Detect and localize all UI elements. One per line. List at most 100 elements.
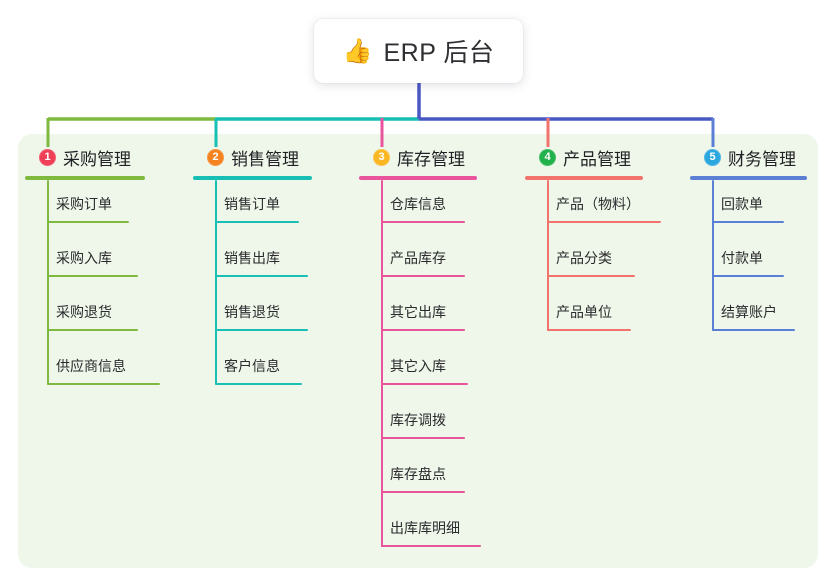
branch-badge-5: 5 xyxy=(704,148,721,166)
branch-items-5: 回款单付款单结算账户 xyxy=(690,180,839,342)
branch-item[interactable]: 仓库信息 xyxy=(359,180,509,234)
branch-item-rule xyxy=(381,545,481,547)
branch-items-4: 产品（物料） 产品分类产品单位 xyxy=(525,180,675,342)
branch-header-rule-3 xyxy=(359,176,477,180)
branch-item[interactable]: 出库库明细 xyxy=(359,504,509,558)
branch-item[interactable]: 采购入库 xyxy=(25,234,175,288)
branch-item-label: 销售订单 xyxy=(224,196,280,212)
branch-item-rule xyxy=(47,329,138,331)
root-node-title: ERP 后台 xyxy=(383,39,495,67)
thumbs-up-icon: 👍 xyxy=(342,38,373,65)
branch-item-rule xyxy=(381,329,465,331)
branch-header-3[interactable]: 3 库存管理 xyxy=(359,145,509,169)
branch-item-label: 产品单位 xyxy=(556,304,612,320)
branch-item-rule xyxy=(47,275,138,277)
branch-item[interactable]: 采购退货 xyxy=(25,288,175,342)
branch-column-4: 4 产品管理产品（物料） 产品分类产品单位 xyxy=(525,145,675,342)
branch-item-label: 付款单 xyxy=(721,250,763,266)
branch-item[interactable]: 付款单 xyxy=(690,234,839,288)
root-node[interactable]: 👍 ERP 后台 xyxy=(314,19,523,83)
branch-title-5: 财务管理 xyxy=(728,149,796,169)
branch-column-3: 3 库存管理仓库信息产品库存其它出库其它入库库存调拨库存盘点出库库明细 xyxy=(359,145,509,558)
branch-header-1[interactable]: 1 采购管理 xyxy=(25,145,175,169)
branch-item[interactable]: 销售出库 xyxy=(193,234,343,288)
branch-spine-4 xyxy=(547,180,549,331)
branch-item-label: 采购订单 xyxy=(56,196,112,212)
branch-item[interactable]: 供应商信息 xyxy=(25,342,175,396)
branch-badge-1: 1 xyxy=(39,148,56,166)
branch-badge-2: 2 xyxy=(207,148,224,166)
branch-item-label: 销售出库 xyxy=(224,250,280,266)
branch-item-label: 其它出库 xyxy=(390,304,446,320)
branch-item-rule xyxy=(381,383,468,385)
branch-item-rule xyxy=(381,491,465,493)
branch-item-rule xyxy=(381,275,465,277)
branch-spine-3 xyxy=(381,180,383,547)
branch-item-rule xyxy=(381,437,465,439)
branch-column-5: 5 财务管理回款单付款单结算账户 xyxy=(690,145,839,342)
branches-background-panel xyxy=(18,134,818,568)
branch-items-2: 销售订单销售出库销售退货客户信息 xyxy=(193,180,343,396)
branch-header-rule-4 xyxy=(525,176,643,180)
branch-item[interactable]: 库存盘点 xyxy=(359,450,509,504)
branch-item-label: 采购入库 xyxy=(56,250,112,266)
branch-item-label: 供应商信息 xyxy=(56,358,126,374)
branch-spine-1 xyxy=(47,180,49,385)
branch-header-rule-2 xyxy=(193,176,312,180)
branch-title-3: 库存管理 xyxy=(397,149,465,169)
branch-item-rule xyxy=(712,329,795,331)
branch-item-label: 产品分类 xyxy=(556,250,612,266)
branch-item[interactable]: 产品分类 xyxy=(525,234,675,288)
branch-item-rule xyxy=(47,221,129,223)
branch-item-label: 仓库信息 xyxy=(390,196,446,212)
branch-header-5[interactable]: 5 财务管理 xyxy=(690,145,839,169)
branch-item[interactable]: 其它出库 xyxy=(359,288,509,342)
branch-item-label: 库存调拨 xyxy=(390,412,446,428)
branch-spine-2 xyxy=(215,180,217,385)
branch-item-rule xyxy=(547,329,631,331)
branch-badge-4: 4 xyxy=(539,148,556,166)
branch-item[interactable]: 其它入库 xyxy=(359,342,509,396)
branch-item-label: 其它入库 xyxy=(390,358,446,374)
branch-item-rule xyxy=(712,221,784,223)
branch-title-2: 销售管理 xyxy=(231,149,299,169)
branch-item-label: 客户信息 xyxy=(224,358,280,374)
branch-item[interactable]: 采购订单 xyxy=(25,180,175,234)
branch-item-rule xyxy=(547,275,635,277)
branch-item[interactable]: 结算账户 xyxy=(690,288,839,342)
branch-header-rule-5 xyxy=(690,176,807,180)
branch-item-label: 回款单 xyxy=(721,196,763,212)
branch-item[interactable]: 库存调拨 xyxy=(359,396,509,450)
branch-item[interactable]: 回款单 xyxy=(690,180,839,234)
branch-item[interactable]: 产品（物料） xyxy=(525,180,675,234)
branch-item[interactable]: 产品单位 xyxy=(525,288,675,342)
branch-item-rule xyxy=(215,221,299,223)
branch-item[interactable]: 产品库存 xyxy=(359,234,509,288)
branch-header-2[interactable]: 2 销售管理 xyxy=(193,145,343,169)
branch-item-rule xyxy=(381,221,465,223)
branch-header-4[interactable]: 4 产品管理 xyxy=(525,145,675,169)
branch-item-label: 采购退货 xyxy=(56,304,112,320)
branch-title-4: 产品管理 xyxy=(563,149,631,169)
branch-item-rule xyxy=(215,383,302,385)
branch-item[interactable]: 销售退货 xyxy=(193,288,343,342)
branch-item[interactable]: 客户信息 xyxy=(193,342,343,396)
branch-item-rule xyxy=(215,275,308,277)
branch-item-rule xyxy=(547,221,661,223)
branch-item[interactable]: 销售订单 xyxy=(193,180,343,234)
branch-spine-5 xyxy=(712,180,714,331)
branch-item-label: 出库库明细 xyxy=(390,520,460,536)
branch-item-label: 产品（物料） xyxy=(556,196,640,212)
branch-column-1: 1 采购管理采购订单采购入库采购退货供应商信息 xyxy=(25,145,175,396)
branch-item-label: 库存盘点 xyxy=(390,466,446,482)
branch-item-rule xyxy=(712,275,784,277)
branch-item-rule xyxy=(47,383,160,385)
branch-item-label: 结算账户 xyxy=(721,304,777,320)
branch-item-label: 产品库存 xyxy=(390,250,446,266)
branch-title-1: 采购管理 xyxy=(63,149,131,169)
branch-badge-3: 3 xyxy=(373,148,390,166)
branch-item-rule xyxy=(215,329,308,331)
branch-header-rule-1 xyxy=(25,176,145,180)
branch-column-2: 2 销售管理销售订单销售出库销售退货客户信息 xyxy=(193,145,343,396)
